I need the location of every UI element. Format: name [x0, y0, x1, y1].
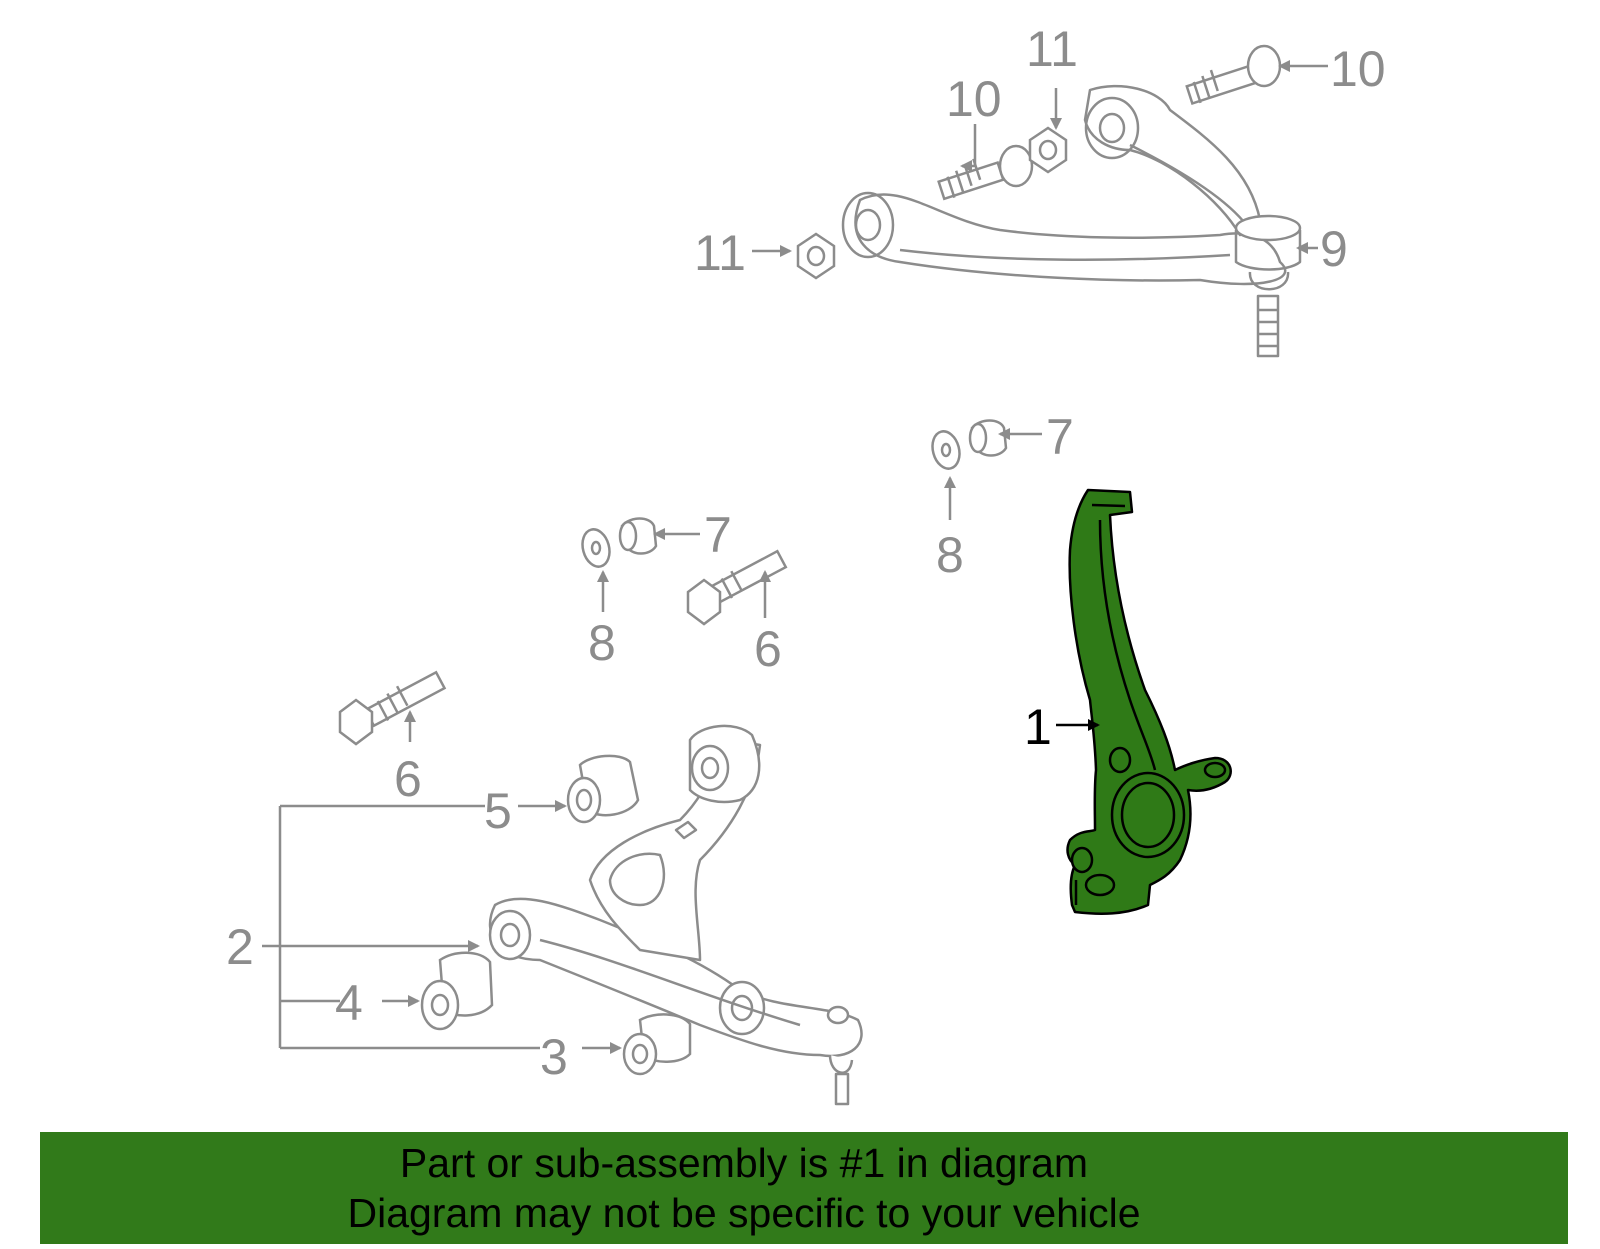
callout-5: 5: [484, 783, 512, 839]
callout-9: 9: [1320, 221, 1348, 277]
callout-6-lower: 6: [394, 751, 422, 807]
callout-11-top: 11: [1026, 21, 1078, 77]
callout-11-left: 11: [694, 225, 746, 281]
info-banner: Part or sub-assembly is #1 in diagram Di…: [40, 1132, 1568, 1244]
steering-knuckle-icon: [1066, 488, 1232, 915]
callout-3: 3: [540, 1029, 568, 1085]
washer-icon: [581, 430, 961, 568]
bolt-icon: [338, 549, 788, 746]
callout-8-upper: 8: [936, 527, 964, 583]
nut-icon: [618, 419, 1008, 555]
bushing-icon: [420, 754, 692, 1076]
leader-lines: [262, 60, 1328, 1054]
nut-icon: [796, 126, 1068, 280]
callout-7-lower: 7: [704, 507, 732, 563]
lower-control-arm-icon: [488, 724, 863, 1106]
banner-line-2: Diagram may not be specific to your vehi…: [347, 1190, 1141, 1236]
upper-control-arm-icon: [841, 84, 1302, 358]
callout-7-upper: 7: [1046, 409, 1074, 465]
callout-6-upper: 6: [754, 621, 782, 677]
callout-1: 1: [1024, 699, 1052, 755]
callout-2: 2: [226, 919, 254, 975]
callout-4: 4: [335, 975, 363, 1031]
callout-8-lower: 8: [588, 615, 616, 671]
callout-10-right: 10: [1330, 41, 1386, 97]
banner-line-1: Part or sub-assembly is #1 in diagram: [399, 1140, 1089, 1186]
callout-labels: 1 2 3 4 5 6 6 7 7 8 8 9 10 10 11 11: [226, 21, 1386, 1085]
callout-10-left: 10: [946, 71, 1002, 127]
bolt-icon: [937, 44, 1282, 201]
